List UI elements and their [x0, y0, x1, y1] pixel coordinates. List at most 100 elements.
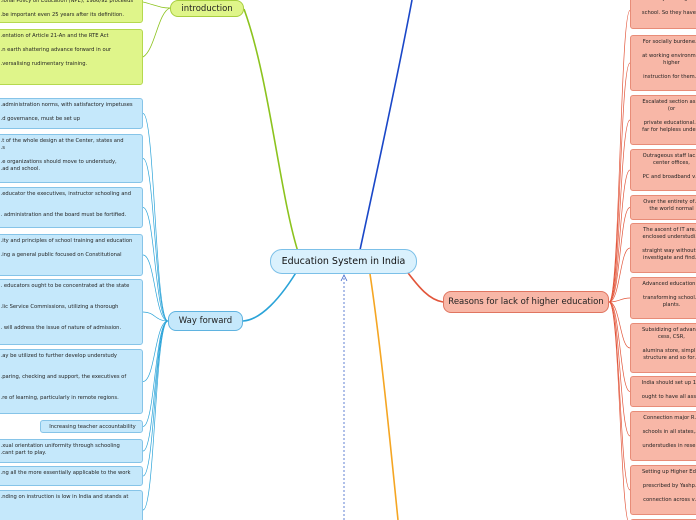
subtopic-text-line: …entation of Article 21-An and the RTE A… [0, 33, 109, 39]
sub-branch-line [608, 301, 631, 392]
reason-subtopic[interactable]: The ascent of IT are…enclosed understudi… [630, 223, 696, 273]
subtopic-text-line: Over the entirety of… [643, 199, 696, 205]
way-forward-subtopic[interactable]: …nding on instruction is low in India an… [0, 490, 143, 520]
subtopic-text-line: center offices, [653, 160, 690, 167]
subtopic-text-line: India should set up 1… [641, 380, 696, 386]
subtopic-text-line: …xual orientation uniformity through sch… [0, 443, 120, 449]
sub-branch-line [142, 7, 171, 58]
sub-branch-line [142, 207, 169, 322]
sub-branch-line [608, 301, 631, 437]
subtopic-text-line: Escalated section as… [642, 99, 696, 105]
subtopic-text-line: … will address the issue of nature of ad… [0, 325, 122, 332]
subtopic-text-line [638, 436, 696, 443]
branch-line-lower [369, 273, 399, 520]
way-forward-subtopic[interactable]: …ng all the more essentially applicable … [0, 466, 143, 486]
subtopic-text-line: …d governance, must be set up [0, 116, 81, 123]
subtopic-text-line: alumina store, simpl… [642, 348, 696, 355]
subtopic-text-line: …versalising rudimentary training. [0, 61, 88, 68]
way-forward-subtopic[interactable]: …ay be utilized to further develop under… [0, 349, 143, 414]
subtopic-text-line [0, 245, 138, 252]
subtopic-text-line: Advanced education… [642, 281, 696, 287]
subtopic-text-line [0, 198, 138, 205]
subtopic-text-line: Connection major R… [643, 415, 696, 421]
way-forward-subtopic[interactable]: … educators ought to be concentrated at … [0, 279, 143, 345]
subtopic-text-line: connection across v… [643, 497, 696, 504]
subtopic-text-line: …n earth shattering advance forward in o… [0, 47, 112, 54]
topic-introduction[interactable]: introduction [170, 0, 244, 17]
sub-branch-line [142, 320, 169, 452]
arrow-head-icon [340, 274, 348, 282]
subtopic-text-line: …e organizations should move to understu… [0, 159, 117, 166]
branch-line-upper [359, 0, 413, 251]
sub-branch-line [608, 301, 631, 491]
subtopic-text-line [0, 388, 138, 395]
intro-subtopic[interactable]: …ional Policy on Education (NPE), 1986/9… [0, 0, 143, 23]
intro-subtopic[interactable]: …entation of Article 21-An and the RTE A… [0, 29, 143, 85]
subtopic-text-line: Increasing teacher accountability [49, 424, 136, 430]
subtopic-text-line: Subsidizing of advan… [642, 327, 696, 333]
sub-branch-line [608, 207, 631, 303]
subtopic-text-line: far for helpless unde… [642, 127, 696, 134]
subtopic-text-line [0, 311, 138, 318]
sub-branch-line [142, 320, 169, 477]
way-forward-subtopic[interactable]: …t of the whole design at the Center, st… [0, 134, 143, 183]
way-forward-subtopic[interactable]: …administration norms, with satisfactory… [0, 98, 143, 129]
subtopic-text-line: the world normal [649, 206, 694, 213]
subtopic-text-line [0, 318, 138, 325]
reason-subtopic[interactable]: Setting up Higher Ed… prescribed by Yash… [630, 465, 696, 515]
reason-subtopic[interactable]: Over the entirety of…the world normal [630, 195, 696, 220]
subtopic-text-line [0, 40, 138, 47]
topic-reasons-lack-higher-education[interactable]: Reasons for lack of higher education [443, 291, 609, 313]
sub-branch-line [608, 247, 631, 303]
reason-subtopic[interactable]: Escalated section as…(or private educati… [630, 95, 696, 145]
subtopic-text-line [0, 290, 138, 297]
sub-branch-line [142, 320, 169, 382]
sub-branch-line [608, 297, 631, 303]
subtopic-text-line: for early marriage f… [638, 0, 696, 3]
subtopic-text-line: …educator the executives, instructor sch… [0, 191, 132, 197]
subtopic-text-line [0, 5, 138, 12]
subtopic-text-line: …ay be utilized to further develop under… [0, 353, 118, 359]
reason-subtopic[interactable]: Outrageous staff lac…center offices, PC … [630, 149, 696, 191]
subtopic-text-line: Outrageous staff lac… [642, 153, 696, 159]
reason-subtopic[interactable]: Subsidizing of advan…cess, CSR, alumina … [630, 323, 696, 373]
reason-subtopic[interactable]: India should set up 1… ought to have all… [630, 376, 696, 407]
subtopic-text-line: transforming school… [643, 295, 696, 302]
subtopic-text-line: school. So they have… [641, 10, 696, 17]
subtopic-text-line [0, 381, 138, 388]
subtopic-text-line: …ional Policy on Education (NPE), 1986/9… [0, 0, 134, 4]
subtopic-text-line [638, 387, 696, 394]
topic-way-forward[interactable]: Way forward [168, 311, 243, 331]
way-forward-subtopic[interactable]: …educator the executives, instructor sch… [0, 187, 143, 228]
subtopic-text-line: …be important even 25 years after its de… [0, 12, 124, 19]
reason-subtopic[interactable]: Advanced education… transforming school…… [630, 277, 696, 319]
reason-subtopic[interactable]: For socially burdene… at working environ… [630, 35, 696, 91]
subtopic-text-line [638, 241, 696, 248]
subtopic-text-line: …t of the whole design at the Center, st… [0, 138, 124, 144]
subtopic-text-line: …ity and principles of school training a… [0, 238, 133, 244]
subtopic-text-line: …paring, checking and support, the execu… [0, 374, 127, 381]
subtopic-text-line: instruction for them… [643, 74, 696, 81]
subtopic-text-line: ought to have all ass… [641, 394, 696, 401]
way-forward-subtopic[interactable]: Increasing teacher accountability [40, 420, 143, 433]
subtopic-text-line: For socially burdene… [642, 39, 696, 45]
subtopic-text-line [0, 109, 138, 116]
reason-subtopic[interactable]: for early marriage f… school. So they ha… [630, 0, 696, 29]
subtopic-text-line: …administration norms, with satisfactory… [0, 102, 133, 108]
subtopic-text-line [638, 490, 696, 497]
subtopic-text-line [0, 297, 138, 304]
subtopic-text-line: …s [0, 145, 5, 152]
sub-branch-line [142, 311, 169, 322]
subtopic-text-line: structure and so for… [643, 355, 696, 362]
central-topic[interactable]: Education System in India [270, 249, 417, 274]
subtopic-text-line [0, 367, 138, 374]
subtopic-text-line [638, 113, 696, 120]
way-forward-subtopic[interactable]: …xual orientation uniformity through sch… [0, 439, 143, 463]
way-forward-subtopic[interactable]: …ity and principles of school training a… [0, 234, 143, 276]
sub-branch-line [142, 254, 169, 322]
subtopic-text-line: cess, CSR, [658, 334, 685, 341]
reason-subtopic[interactable]: Connection major R… schools in all state… [630, 411, 696, 461]
subtopic-text-line [0, 54, 138, 61]
subtopic-text-line: private educational… [643, 120, 696, 127]
